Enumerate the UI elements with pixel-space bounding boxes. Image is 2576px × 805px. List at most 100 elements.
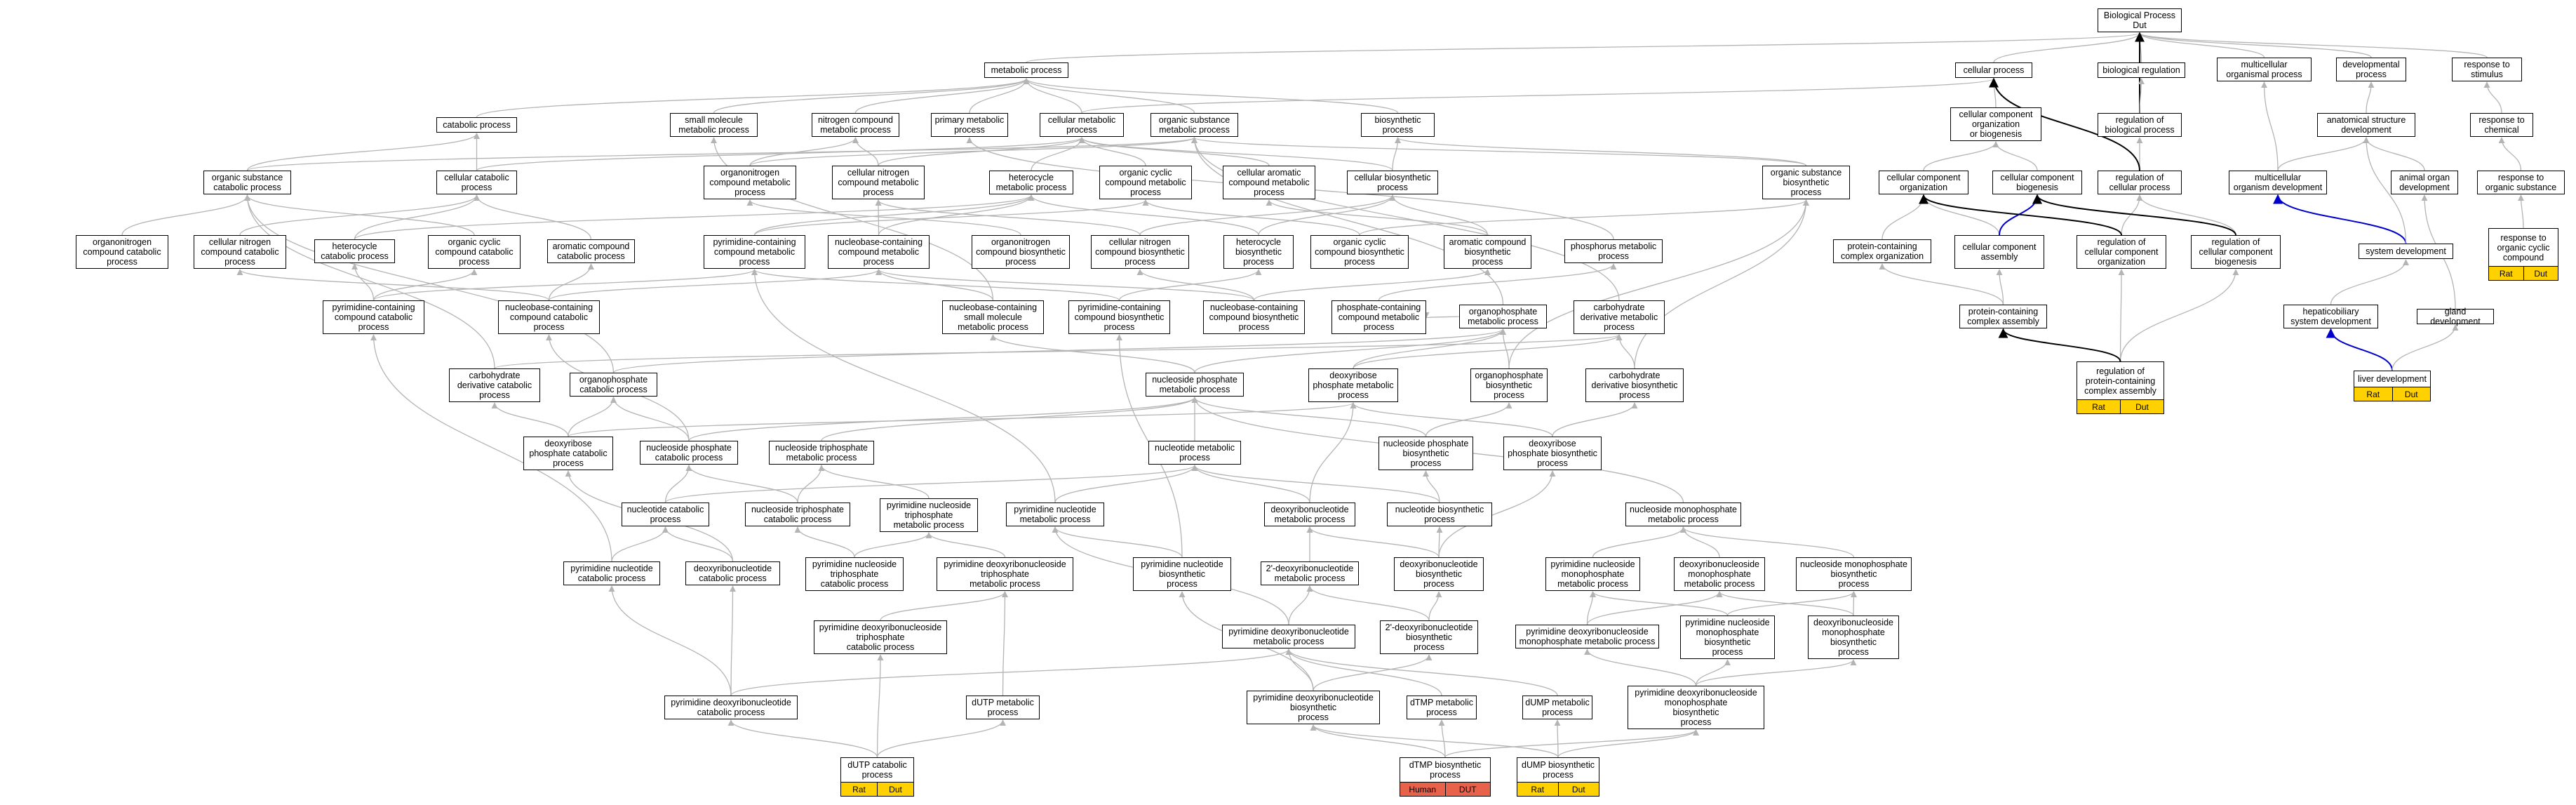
go-term-regulation-of-biological-process[interactable]: regulation of biological process bbox=[2098, 113, 2182, 137]
go-term-response-to-stimulus[interactable]: response to stimulus bbox=[2452, 58, 2522, 81]
go-term-regulation-of-cellular-component-organization[interactable]: regulation of cellular component organiz… bbox=[2077, 235, 2166, 269]
go-term-cellular-nitrogen-compound-catabolic-process[interactable]: cellular nitrogen compound catabolic pro… bbox=[194, 235, 286, 269]
go-term-system-development[interactable]: system development bbox=[2359, 244, 2453, 259]
go-term-animal-organ-development[interactable]: animal organ development bbox=[2391, 171, 2458, 194]
go-term-primary-metabolic-process[interactable]: primary metabolic process bbox=[931, 113, 1008, 137]
go-term-nucleobase-containing-compound-metabolic-process[interactable]: nucleobase-containing compound metabolic… bbox=[828, 235, 930, 269]
go-term-protein-containing-complex-organization[interactable]: protein-containing complex organization bbox=[1833, 239, 1931, 263]
go-term-regulation-of-protein-containing-complex-assembly[interactable]: regulation of protein-containing complex… bbox=[2077, 361, 2164, 414]
go-term-biological-regulation[interactable]: biological regulation bbox=[2098, 62, 2185, 78]
go-term-pyrimidine-deoxyribonucleotide-biosynthetic-process[interactable]: pyrimidine deoxyribonucleotide biosynthe… bbox=[1247, 691, 1380, 724]
go-term-deoxyribonucleotide-metabolic-process[interactable]: deoxyribonucleotide metabolic process bbox=[1264, 503, 1355, 526]
go-term-nucleotide-biosynthetic-process[interactable]: nucleotide biosynthetic process bbox=[1387, 503, 1492, 526]
go-term-deoxyribonucleotide-catabolic-process[interactable]: deoxyribonucleotide catabolic process bbox=[685, 561, 780, 585]
go-term-pyrimidine-nucleoside-monophosphate-biosynthetic-process[interactable]: pyrimidine nucleoside monophosphate bios… bbox=[1680, 616, 1775, 659]
go-term-pyrimidine-containing-compound-biosynthetic-process[interactable]: pyrimidine-containing compound biosynthe… bbox=[1068, 300, 1170, 334]
go-term-pyrimidine-nucleotide-biosynthetic-process[interactable]: pyrimidine nucleotide biosynthetic proce… bbox=[1133, 557, 1231, 591]
go-term-deoxyribonucleoside-monophosphate-metabolic-process[interactable]: deoxyribonucleoside monophosphate metabo… bbox=[1674, 557, 1765, 591]
go-term-nucleoside-phosphate-metabolic-process[interactable]: nucleoside phosphate metabolic process bbox=[1146, 373, 1244, 397]
go-term-pyrimidine-nucleotide-metabolic-process[interactable]: pyrimidine nucleotide metabolic process bbox=[1006, 503, 1104, 526]
go-term-small-molecule-metabolic-process[interactable]: small molecule metabolic process bbox=[670, 113, 758, 137]
go-term-nucleobase-containing-compound-catabolic-process[interactable]: nucleobase-containing compound catabolic… bbox=[498, 300, 600, 334]
go-term-nucleotide-catabolic-process[interactable]: nucleotide catabolic process bbox=[622, 503, 709, 526]
go-term-nitrogen-compound-metabolic-process[interactable]: nitrogen compound metabolic process bbox=[812, 113, 899, 137]
go-term-hepaticobiliary-system-development[interactable]: hepaticobiliary system development bbox=[2283, 305, 2378, 328]
go-term-catabolic-process[interactable]: catabolic process bbox=[436, 117, 517, 133]
go-term-deoxyribonucleoside-monophosphate-biosynthetic-process[interactable]: deoxyribonucleoside monophosphate biosyn… bbox=[1808, 616, 1899, 659]
go-term-pyrimidine-deoxyribonucleoside-monophosphate-biosynthetic-process[interactable]: pyrimidine deoxyribonucleoside monophosp… bbox=[1628, 686, 1764, 729]
go-term-regulation-of-cellular-component-biogenesis[interactable]: regulation of cellular component biogene… bbox=[2191, 235, 2281, 269]
go-term-organic-cyclic-compound-biosynthetic-process[interactable]: organic cyclic compound biosynthetic pro… bbox=[1310, 235, 1409, 269]
go-term-organic-substance-biosynthetic-process[interactable]: organic substance biosynthetic process bbox=[1762, 166, 1850, 199]
go-term-deoxyribonucleotide-biosynthetic-process[interactable]: deoxyribonucleotide biosynthetic process bbox=[1394, 557, 1484, 591]
go-term-pyrimidine-deoxyribonucleoside-triphosphate-catabolic-process[interactable]: pyrimidine deoxyribonucleoside triphosph… bbox=[814, 620, 947, 654]
go-term-biological-process[interactable]: Biological Process Dut bbox=[2098, 8, 2182, 32]
go-term-response-to-chemical[interactable]: response to chemical bbox=[2470, 113, 2533, 137]
go-term-deoxyribose-phosphate-metabolic-process[interactable]: deoxyribose phosphate metabolic process bbox=[1308, 368, 1398, 402]
go-term-nucleoside-phosphate-catabolic-process[interactable]: nucleoside phosphate catabolic process bbox=[640, 441, 738, 465]
go-term-nucleoside-triphosphate-catabolic-process[interactable]: nucleoside triphosphate catabolic proces… bbox=[745, 503, 850, 526]
go-term-nucleoside-monophosphate-metabolic-process[interactable]: nucleoside monophosphate metabolic proce… bbox=[1625, 503, 1741, 526]
go-term-cellular-nitrogen-compound-biosynthetic-process[interactable]: cellular nitrogen compound biosynthetic … bbox=[1091, 235, 1189, 269]
go-term-aromatic-compound-biosynthetic-process[interactable]: aromatic compound biosynthetic process bbox=[1444, 235, 1531, 269]
go-term-protein-containing-complex-assembly[interactable]: protein-containing complex assembly bbox=[1959, 305, 2047, 328]
go-term-heterocycle-biosynthetic-process[interactable]: heterocycle biosynthetic process bbox=[1223, 235, 1294, 269]
go-term-pyrimidine-nucleotide-catabolic-process[interactable]: pyrimidine nucleotide catabolic process bbox=[563, 561, 660, 585]
go-term-organonitrogen-compound-metabolic-process[interactable]: organonitrogen compound metabolic proces… bbox=[704, 166, 796, 199]
go-term-pyrimidine-nucleoside-triphosphate-catabolic-process[interactable]: pyrimidine nucleoside triphosphate catab… bbox=[805, 557, 904, 591]
go-term-pyrimidine-containing-compound-catabolic-process[interactable]: pyrimidine-containing compound catabolic… bbox=[323, 300, 424, 334]
go-term-multicellular-organism-development[interactable]: multicellular organism development bbox=[2229, 171, 2327, 194]
go-term-two-deoxyribonucleotide-biosynthetic-process[interactable]: 2'-deoxyribonucleotide biosynthetic proc… bbox=[1380, 620, 1478, 654]
go-term-heterocycle-catabolic-process[interactable]: heterocycle catabolic process bbox=[314, 239, 395, 263]
go-term-organophosphate-metabolic-process[interactable]: organophosphate metabolic process bbox=[1459, 305, 1547, 328]
go-term-carbohydrate-derivative-biosynthetic-process[interactable]: carbohydrate derivative biosynthetic pro… bbox=[1585, 368, 1684, 402]
go-term-cellular-component-organization-or-biogenesis[interactable]: cellular component organization or bioge… bbox=[1950, 107, 2041, 141]
go-term-cellular-catabolic-process[interactable]: cellular catabolic process bbox=[436, 171, 517, 194]
go-term-pyrimidine-nucleoside-triphosphate-metabolic-process[interactable]: pyrimidine nucleoside triphosphate metab… bbox=[880, 498, 978, 532]
go-term-carbohydrate-derivative-metabolic-process[interactable]: carbohydrate derivative metabolic proces… bbox=[1574, 300, 1665, 334]
go-term-phosphorus-metabolic-process[interactable]: phosphorus metabolic process bbox=[1564, 239, 1663, 263]
go-term-regulation-of-cellular-process[interactable]: regulation of cellular process bbox=[2098, 171, 2182, 194]
go-term-pyrimidine-deoxyribonucleotide-triphosphate-metabolic-process[interactable]: pyrimidine deoxyribonucleoside triphosph… bbox=[937, 557, 1073, 591]
go-term-cellular-biosynthetic-process[interactable]: cellular biosynthetic process bbox=[1347, 171, 1438, 194]
go-term-carbohydrate-derivative-catabolic-process[interactable]: carbohydrate derivative catabolic proces… bbox=[449, 368, 540, 402]
go-term-pyrimidine-deoxyribonucleotide-catabolic-process[interactable]: pyrimidine deoxyribonucleotide catabolic… bbox=[664, 696, 798, 719]
go-term-response-to-organic-substance[interactable]: response to organic substance bbox=[2477, 171, 2565, 194]
go-term-pyrimidine-deoxyribonucleoside-monophosphate-metabolic-process[interactable]: pyrimidine deoxyribonucleoside monophosp… bbox=[1515, 625, 1659, 648]
go-term-deoxyribose-phosphate-biosynthetic-process[interactable]: deoxyribose phosphate biosynthetic proce… bbox=[1503, 437, 1602, 470]
go-term-aromatic-compound-catabolic-process[interactable]: aromatic compound catabolic process bbox=[547, 239, 635, 263]
go-term-pyrimidine-nucleoside-monophosphate-metabolic-process[interactable]: pyrimidine nucleoside monophosphate meta… bbox=[1545, 557, 1640, 591]
go-term-organic-substance-catabolic-process[interactable]: organic substance catabolic process bbox=[203, 171, 291, 194]
go-term-dump-metabolic-process[interactable]: dUMP metabolic process bbox=[1522, 696, 1592, 719]
go-term-pyrimidine-deoxyribonucleotide-metabolic-process[interactable]: pyrimidine deoxyribonucleotide metabolic… bbox=[1222, 625, 1355, 648]
go-term-deoxyribose-phosphate-catabolic-process[interactable]: deoxyribose phosphate catabolic process bbox=[523, 437, 613, 470]
go-term-developmental-process[interactable]: developmental process bbox=[2336, 58, 2406, 81]
go-term-heterocycle-metabolic-process[interactable]: heterocycle metabolic process bbox=[989, 171, 1073, 194]
go-term-organic-substance-metabolic-process[interactable]: organic substance metabolic process bbox=[1151, 113, 1238, 137]
go-term-dutp-metabolic-process[interactable]: dUTP metabolic process bbox=[966, 696, 1040, 719]
go-term-anatomical-structure-development[interactable]: anatomical structure development bbox=[2317, 113, 2415, 137]
go-term-cellular-process[interactable]: cellular process bbox=[1955, 62, 2032, 78]
go-term-nucleoside-monophosphate-biosynthetic-process[interactable]: nucleoside monophosphate biosynthetic pr… bbox=[1796, 557, 1912, 591]
go-term-organic-cyclic-compound-metabolic-process[interactable]: organic cyclic compound metabolic proces… bbox=[1099, 166, 1192, 199]
go-term-metabolic-process[interactable]: metabolic process bbox=[984, 62, 1068, 78]
go-term-cellular-component-organization[interactable]: cellular component organization bbox=[1879, 171, 1968, 194]
go-term-organophosphate-catabolic-process[interactable]: organophosphate catabolic process bbox=[570, 373, 657, 397]
go-term-nucleoside-phosphate-biosynthetic-process[interactable]: nucleoside phosphate biosynthetic proces… bbox=[1378, 437, 1473, 470]
go-term-biosynthetic-process[interactable]: biosynthetic process bbox=[1361, 113, 1435, 137]
go-term-gland-development[interactable]: gland development bbox=[2417, 307, 2494, 326]
go-term-organophosphate-biosynthetic-process[interactable]: organophosphate biosynthetic process bbox=[1470, 368, 1548, 402]
go-term-nucleotide-metabolic-process[interactable]: nucleotide metabolic process bbox=[1148, 441, 1241, 465]
go-term-cellular-nitrogen-compound-metabolic-process[interactable]: cellular nitrogen compound metabolic pro… bbox=[832, 166, 925, 199]
go-term-pyrimidine-containing-compound-metabolic-process[interactable]: pyrimidine-containing compound metabolic… bbox=[704, 235, 805, 269]
go-term-multicellular-organismal-process[interactable]: multicellular organismal process bbox=[2217, 58, 2312, 81]
go-term-organonitrogen-compound-biosynthetic-process[interactable]: organonitrogen compound biosynthetic pro… bbox=[972, 235, 1070, 269]
go-term-cellular-component-biogenesis[interactable]: cellular component biogenesis bbox=[1992, 171, 2082, 194]
go-term-organonitrogen-compound-catabolic-process[interactable]: organonitrogen compound catabolic proces… bbox=[76, 235, 168, 269]
go-term-nucleobase-containing-compound-biosynthetic-process[interactable]: nucleobase-containing compound biosynthe… bbox=[1203, 300, 1305, 334]
